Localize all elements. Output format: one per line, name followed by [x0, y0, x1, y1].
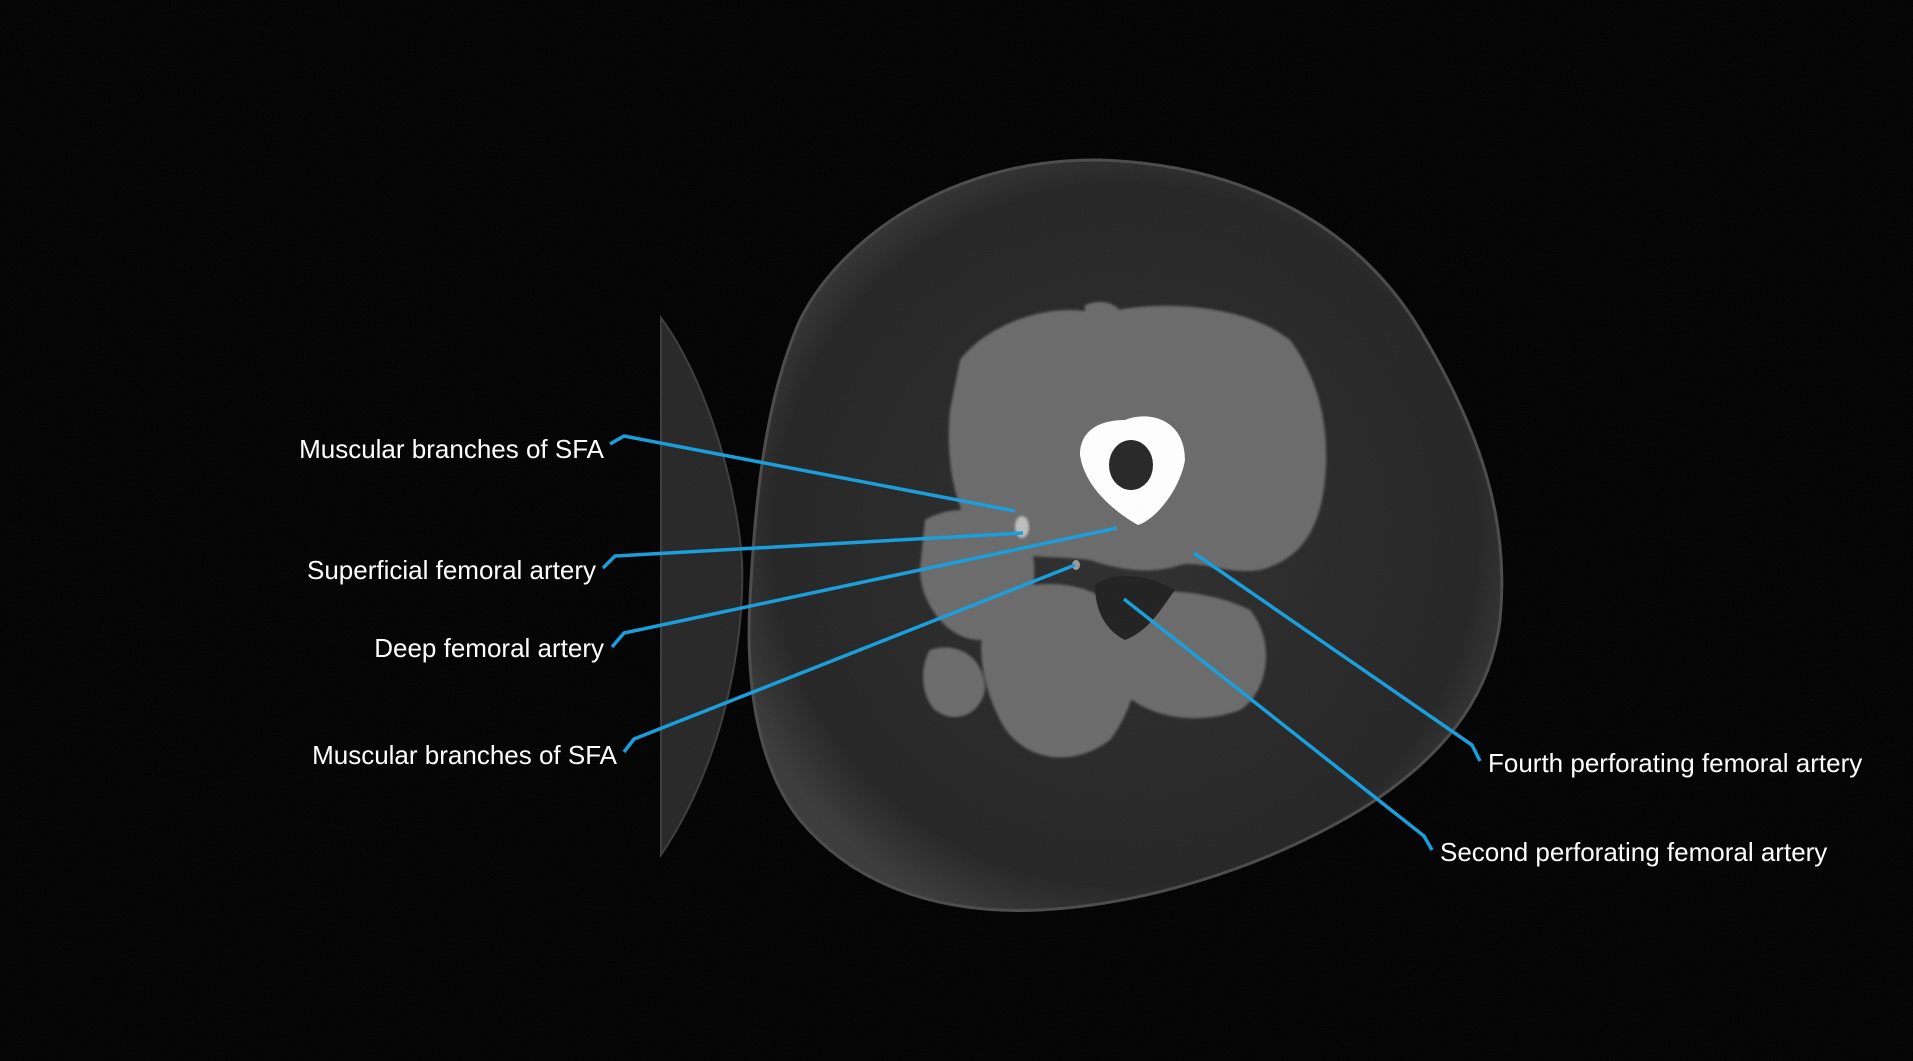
label-superficial-femoral-artery: Superficial femoral artery: [307, 555, 596, 585]
label-second-perforating-femoral-artery: Second perforating femoral artery: [1440, 837, 1828, 867]
leader-line: [601, 531, 1024, 570]
label-deep-femoral-artery: Deep femoral artery: [374, 633, 604, 663]
label-muscular-branches-sfa-lower: Muscular branches of SFA: [312, 740, 617, 770]
label-muscular-branches-sfa-upper: Muscular branches of SFA: [299, 434, 604, 464]
leader-line: [610, 526, 1118, 649]
leader-lines: [601, 434, 1482, 851]
leader-line: [622, 563, 1076, 754]
leader-line: [1193, 551, 1482, 762]
leader-line: [609, 434, 1016, 513]
leader-line: [1122, 597, 1434, 851]
label-fourth-perforating-femoral-artery: Fourth perforating femoral artery: [1488, 748, 1863, 778]
